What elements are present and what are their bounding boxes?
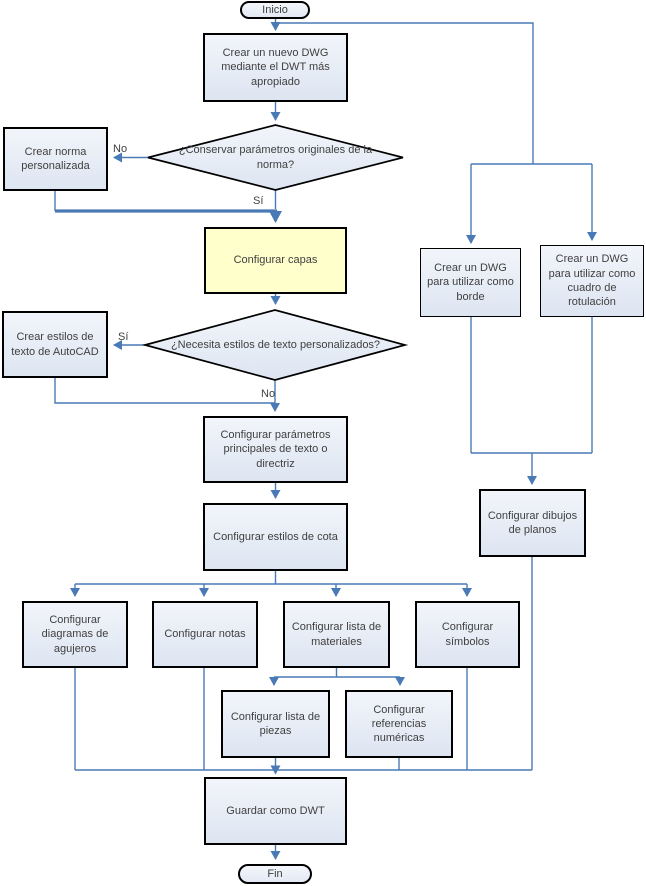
node-inicio: Inicio: [240, 1, 310, 19]
node-guardar-dwt: Guardar como DWT: [204, 777, 347, 845]
node-configurar-estilos-cota: Configurar estilos de cota: [203, 503, 348, 571]
node-crear-dwg-borde: Crear un DWG para utilizar como borde: [420, 248, 521, 317]
node-configurar-lista-piezas: Configurar lista de piezas: [221, 690, 330, 758]
node-configurar-dibujos-planos: Configurar dibujos de planos: [479, 489, 586, 557]
edge-top-right-branch: [277, 22, 534, 164]
node-crear-dwg-rotulacion: Crear un DWG para utilizar como cuadro d…: [540, 245, 644, 317]
edge-label-decision2-si: Sí: [118, 331, 129, 343]
node-decision-conservar-parametros: ¿Conservar parámetros originales de la n…: [178, 144, 373, 171]
node-crear-nuevo-dwg: Crear un nuevo DWG mediante el DWT más a…: [203, 33, 348, 102]
node-configurar-notas: Configurar notas: [152, 601, 258, 668]
node-configurar-capas: Configurar capas: [204, 227, 347, 294]
edge-label-decision2-no: No: [261, 388, 276, 400]
node-decision-necesita-estilos: ¿Necesita estilos de texto personalizado…: [170, 338, 381, 351]
node-configurar-diagramas-agujeros: Configurar diagramas de agujeros: [22, 601, 128, 668]
node-fin: Fin: [238, 864, 312, 884]
edge-label-decision1-si: Sí: [253, 195, 264, 207]
decision-conservar-parametros-shape: [147, 124, 404, 191]
decision-necesita-estilos-shape: [141, 309, 409, 381]
node-configurar-simbolos: Configurar símbolos: [415, 601, 520, 668]
node-crear-norma: Crear norma personalizada: [3, 127, 108, 191]
node-configurar-referencias: Configurar referencias numéricas: [345, 690, 453, 758]
edge-crearestilos-merge: [54, 378, 275, 404]
node-configurar-lista-materiales: Configurar lista de materiales: [283, 601, 390, 668]
edge-merge-capas: [55, 209, 282, 223]
node-configurar-parametros-texto: Configurar parámetros principales de tex…: [203, 416, 348, 483]
node-crear-estilos-texto: Crear estilos de texto de AutoCAD: [2, 311, 108, 378]
edge-label-decision1-no: No: [113, 143, 128, 155]
